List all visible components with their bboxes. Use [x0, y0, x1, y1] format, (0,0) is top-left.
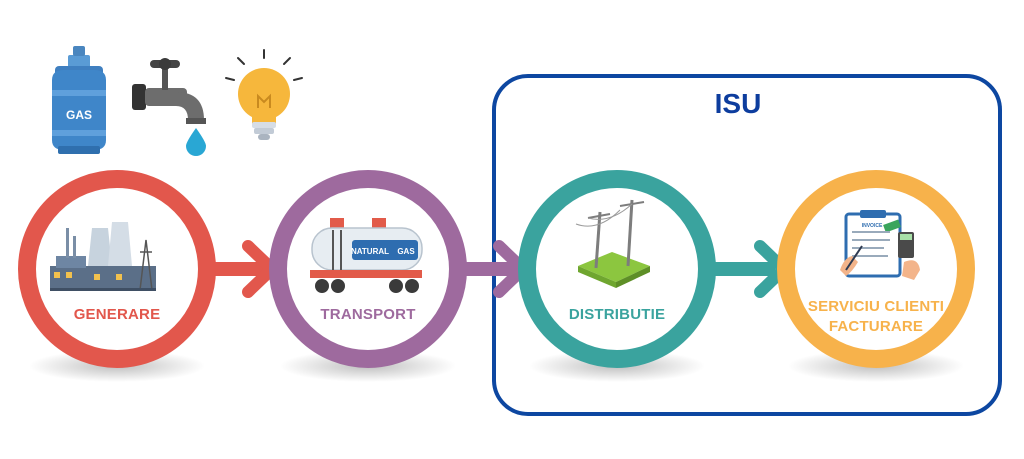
stage-label-serviciu-line1: SERVICIU CLIENTI: [807, 298, 945, 315]
power-line-icon: [575, 199, 650, 288]
invoice-text: INVOICE: [862, 223, 883, 229]
stage-label-distributie: DISTRIBUTIE: [568, 306, 666, 323]
gas-cylinder-text: GAS: [66, 108, 92, 122]
water-tap-icon: [132, 58, 206, 156]
gas-tanker-icon: [310, 218, 423, 293]
stage-label-transport: TRANSPORT: [320, 306, 416, 323]
light-bulb-icon: [225, 49, 303, 140]
tanker-text-left: NATURAL: [351, 247, 389, 256]
arrow-distributie-serviciu: [705, 240, 790, 298]
stage-label-serviciu-line2: FACTURARE: [828, 318, 924, 335]
invoice-billing-icon: [840, 210, 920, 280]
power-plant-icon: [50, 222, 156, 291]
tanker-text-right: GAS: [397, 247, 415, 256]
stage-label-generare: GENERARE: [73, 306, 161, 323]
isu-title: ISU: [714, 88, 762, 119]
gas-cylinder-icon: [52, 46, 106, 154]
